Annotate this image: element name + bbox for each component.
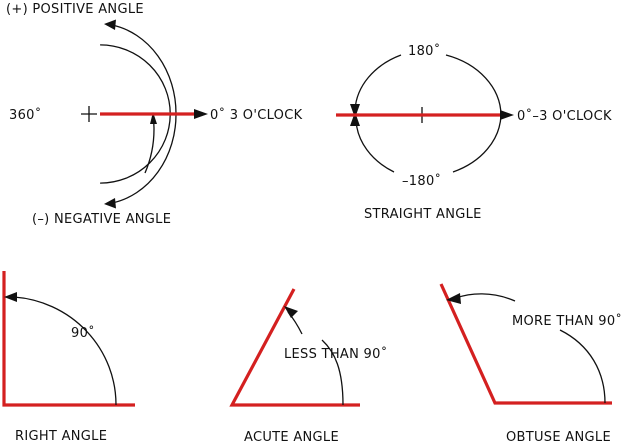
acute-angle-arc	[321, 339, 344, 406]
positive-angle-label: (+) POSITIVE ANGLE	[6, 2, 144, 17]
deg-180-label: 180˚	[408, 43, 441, 59]
straight-angle-figure	[336, 54, 514, 173]
obtuse-angle-arc-upper	[455, 293, 516, 302]
more-than-90-label: MORE THAN 90˚	[512, 313, 622, 329]
straight-ray-arrowhead	[500, 110, 514, 120]
zero-ray-arrowhead	[194, 109, 208, 119]
arc-180-to-left	[354, 54, 402, 111]
right-angle-lines	[2, 271, 135, 407]
negative-angle-arc	[111, 113, 177, 204]
straight-angle-label: STRAIGHT ANGLE	[364, 207, 482, 222]
center-cross	[81, 106, 97, 122]
negative-angle-label: (–) NEGATIVE ANGLE	[32, 212, 171, 227]
arc-neg-180	[452, 114, 502, 173]
small-angle-arrowhead	[150, 112, 157, 124]
deg-360-label: 360˚	[9, 107, 42, 123]
acute-angle-lines	[229, 288, 360, 407]
right-angle-arc	[13, 296, 117, 406]
right-angle-label: RIGHT ANGLE	[15, 429, 107, 443]
arc-neg-180-to-left	[355, 119, 395, 173]
right-angle-arrowhead	[4, 292, 17, 302]
right-angle-figure	[2, 271, 135, 407]
arc-neg-180-arrowhead	[350, 112, 360, 126]
less-than-90-label: LESS THAN 90˚	[284, 346, 388, 362]
zero-3-oclock-label: 0˚ 3 O'CLOCK	[210, 107, 303, 123]
positive-angle-arrowhead	[104, 19, 116, 30]
positive-angle-arc	[111, 24, 177, 115]
deg-90-label: 90˚	[71, 325, 95, 341]
negative-angle-arrowhead	[104, 198, 116, 209]
obtuse-angle-label: OBTUSE ANGLE	[506, 430, 611, 443]
arc-180	[445, 54, 502, 116]
obtuse-angle-figure	[439, 283, 612, 405]
acute-angle-figure	[229, 288, 360, 407]
obtuse-angle-arrowhead	[446, 293, 461, 304]
zero-3-oclock-label-2: 0˚–3 O'CLOCK	[517, 108, 612, 124]
arc-180-arrowhead	[350, 104, 360, 118]
acute-angle-arrowhead	[284, 306, 298, 318]
acute-angle-label: ACUTE ANGLE	[244, 430, 339, 443]
deg-neg-180-label: –180˚	[402, 173, 441, 189]
full-circle-figure	[81, 19, 208, 209]
obtuse-angle-arc	[559, 329, 606, 404]
obtuse-angle-lines	[439, 283, 612, 405]
